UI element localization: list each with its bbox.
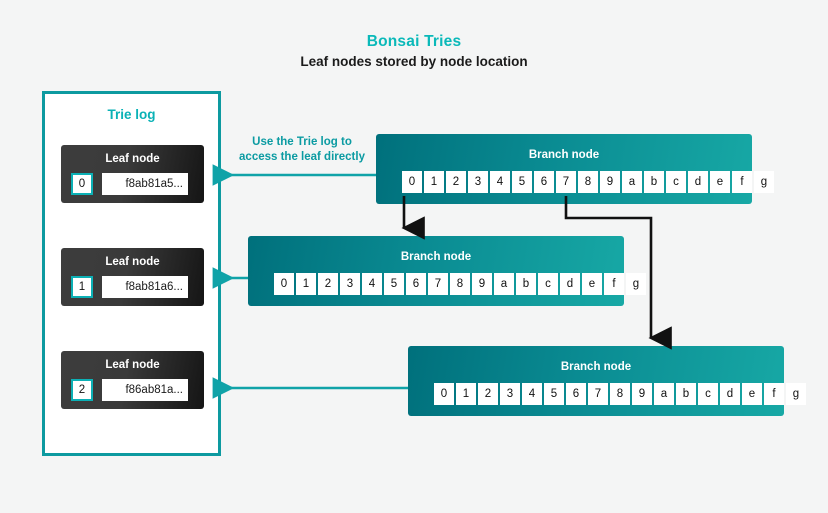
branch-cell-d[interactable]: d <box>720 383 740 405</box>
branch-cell-2[interactable]: 2 <box>318 273 338 295</box>
leaf-node-2[interactable]: Leaf node 2 f86ab81a... <box>61 351 204 409</box>
branch-cell-2[interactable]: 2 <box>478 383 498 405</box>
branch-cell-c[interactable]: c <box>698 383 718 405</box>
branch-cell-7[interactable]: 7 <box>428 273 448 295</box>
branch-cell-9[interactable]: 9 <box>600 171 620 193</box>
branch-cell-3[interactable]: 3 <box>500 383 520 405</box>
page-subtitle: Leaf nodes stored by node location <box>300 54 528 69</box>
leaf-node-row: 0 f8ab81a5... <box>71 173 188 195</box>
branch-cell-c[interactable]: c <box>538 273 558 295</box>
branch-cell-0[interactable]: 0 <box>274 273 294 295</box>
branch-cell-9[interactable]: 9 <box>632 383 652 405</box>
leaf-node-label: Leaf node <box>105 153 160 165</box>
branch-cell-1[interactable]: 1 <box>424 171 444 193</box>
annotation-text: Use the Trie log to access the leaf dire… <box>227 135 377 165</box>
branch-cell-8[interactable]: 8 <box>610 383 630 405</box>
branch-cell-9[interactable]: 9 <box>472 273 492 295</box>
leaf-index-box: 1 <box>71 276 93 298</box>
branch-cell-4[interactable]: 4 <box>362 273 382 295</box>
leaf-node-label: Leaf node <box>105 256 160 268</box>
branch-cell-4[interactable]: 4 <box>490 171 510 193</box>
branch-cell-0[interactable]: 0 <box>402 171 422 193</box>
branch-cell-8[interactable]: 8 <box>578 171 598 193</box>
branch-cell-g[interactable]: g <box>626 273 646 295</box>
leaf-index-box: 2 <box>71 379 93 401</box>
branch-cell-4[interactable]: 4 <box>522 383 542 405</box>
branch-cell-f[interactable]: f <box>732 171 752 193</box>
branch-cell-5[interactable]: 5 <box>384 273 404 295</box>
branch-node-label: Branch node <box>528 149 600 161</box>
leaf-node-row: 2 f86ab81a... <box>71 379 188 401</box>
branch-cell-1[interactable]: 1 <box>456 383 476 405</box>
trie-log-title: Trie log <box>107 107 156 122</box>
branch-cell-d[interactable]: d <box>688 171 708 193</box>
branch-cell-b[interactable]: b <box>644 171 664 193</box>
branch-cell-8[interactable]: 8 <box>450 273 470 295</box>
branch-cell-7[interactable]: 7 <box>556 171 576 193</box>
branch-cell-g[interactable]: g <box>754 171 774 193</box>
annotation-line-2: access the leaf directly <box>239 151 365 163</box>
branch-cell-f[interactable]: f <box>764 383 784 405</box>
leaf-hash-box: f8ab81a6... <box>102 276 188 298</box>
leaf-node-label: Leaf node <box>105 359 160 371</box>
branch-node-label: Branch node <box>400 251 472 263</box>
branch-cell-a[interactable]: a <box>654 383 674 405</box>
branch-cell-0[interactable]: 0 <box>434 383 454 405</box>
branch-cell-b[interactable]: b <box>516 273 536 295</box>
branch-cell-e[interactable]: e <box>582 273 602 295</box>
branch-cell-6[interactable]: 6 <box>534 171 554 193</box>
branch-cell-a[interactable]: a <box>494 273 514 295</box>
branch-cell-g[interactable]: g <box>786 383 806 405</box>
branch-cell-6[interactable]: 6 <box>566 383 586 405</box>
branch-cell-d[interactable]: d <box>560 273 580 295</box>
leaf-hash-box: f8ab81a5... <box>102 173 188 195</box>
leaf-hash-box: f86ab81a... <box>102 379 188 401</box>
branch-cell-e[interactable]: e <box>742 383 762 405</box>
branch-cell-6[interactable]: 6 <box>406 273 426 295</box>
branch-node-label: Branch node <box>560 361 632 373</box>
branch-cell-5[interactable]: 5 <box>544 383 564 405</box>
branch-cell-3[interactable]: 3 <box>468 171 488 193</box>
branch-cell-3[interactable]: 3 <box>340 273 360 295</box>
branch-cell-1[interactable]: 1 <box>296 273 316 295</box>
branch-cell-c[interactable]: c <box>666 171 686 193</box>
page-title: Bonsai Tries <box>366 33 462 50</box>
branch-cell-b[interactable]: b <box>676 383 696 405</box>
branch-cell-2[interactable]: 2 <box>446 171 466 193</box>
branch-cell-e[interactable]: e <box>710 171 730 193</box>
leaf-node-1[interactable]: Leaf node 1 f8ab81a6... <box>61 248 204 306</box>
branch-cell-a[interactable]: a <box>622 171 642 193</box>
leaf-node-row: 1 f8ab81a6... <box>71 276 188 298</box>
branch-cell-5[interactable]: 5 <box>512 171 532 193</box>
leaf-node-0[interactable]: Leaf node 0 f8ab81a5... <box>61 145 204 203</box>
annotation-line-1: Use the Trie log to <box>252 136 352 148</box>
branch-cell-f[interactable]: f <box>604 273 624 295</box>
branch-cell-7[interactable]: 7 <box>588 383 608 405</box>
leaf-index-box: 0 <box>71 173 93 195</box>
